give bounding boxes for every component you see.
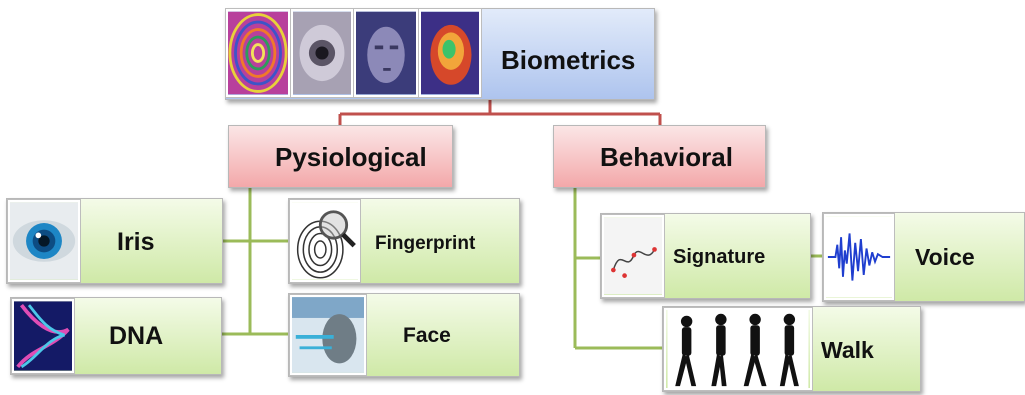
signature-label: Signature (673, 246, 766, 268)
walk-silhouettes-image (664, 308, 812, 390)
behavioral-connectors (573, 188, 824, 350)
face-image (290, 295, 366, 375)
biometrics-label: Biometrics (501, 45, 636, 75)
face-label: Face (403, 324, 451, 347)
fingerprint-color-image (226, 9, 290, 97)
physiological-connectors (222, 188, 290, 336)
iris-image (8, 200, 80, 282)
walk-label: Walk (821, 337, 874, 363)
eye-gray-image (291, 9, 353, 97)
iris-label: Iris (117, 228, 155, 256)
root-connectors (338, 100, 662, 126)
physiological-label: Pysiological (275, 142, 427, 172)
dna-label: DNA (109, 322, 164, 350)
fingerprint-magnifier-image (290, 200, 360, 282)
face-scan-image (354, 9, 418, 97)
thermal-face-image (419, 9, 481, 97)
fingerprint-label: Fingerprint (375, 233, 476, 254)
behavioral-node: Behavioral (553, 125, 766, 188)
behavioral-label: Behavioral (600, 142, 733, 172)
dna-image (12, 299, 74, 373)
physiological-node: Pysiological (228, 125, 453, 188)
voice-waveform-image (824, 214, 894, 300)
signature-image (602, 215, 664, 297)
voice-label: Voice (915, 244, 975, 270)
